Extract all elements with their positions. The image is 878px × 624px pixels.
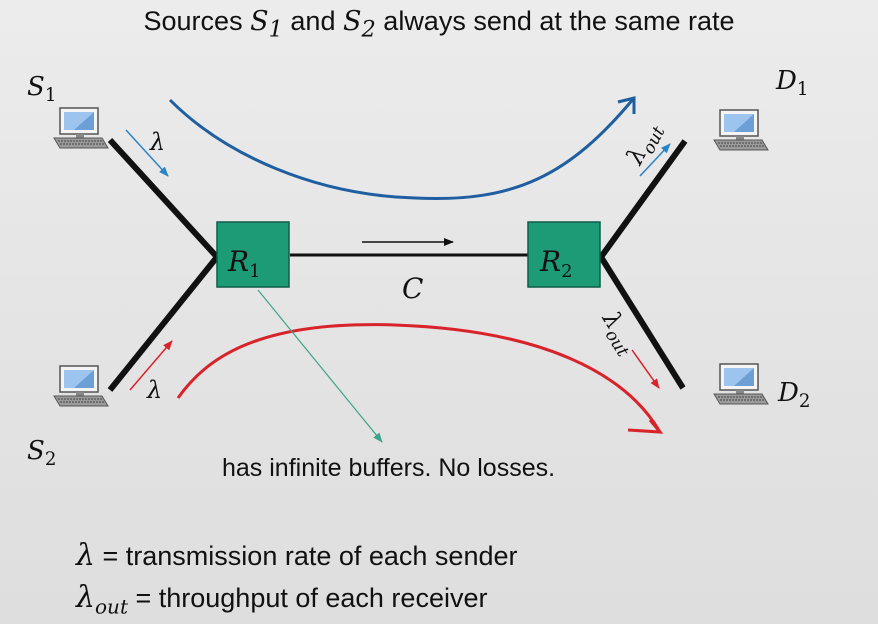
lambda-out-arrow-d2 bbox=[631, 349, 660, 389]
diagram-title: Sources S1 and S2 always send at the sam… bbox=[143, 6, 735, 43]
router-r2 bbox=[527, 221, 601, 288]
buffer-note: has infinite buffers. No losses. bbox=[222, 454, 556, 482]
destination-computer-icon bbox=[713, 109, 769, 151]
source-computer-icon bbox=[53, 365, 109, 407]
flow-s1-d1-curve bbox=[168, 97, 636, 201]
link-s2-r1 bbox=[107, 255, 220, 392]
destination-computer-icon bbox=[713, 363, 769, 405]
lambda-out-label-d1: λout bbox=[620, 117, 670, 172]
lambda-out-arrow-d1 bbox=[639, 143, 671, 177]
flow-s2-arrowhead bbox=[627, 419, 664, 434]
flow-s2-d2-curve bbox=[176, 323, 662, 433]
buffer-note-pointer bbox=[257, 289, 383, 443]
legend-lambda-out: λout = throughput of each receiver bbox=[76, 580, 488, 619]
source-computer-icon bbox=[53, 107, 109, 149]
router-r1 bbox=[216, 221, 290, 288]
router-r2-label: R2 bbox=[539, 245, 573, 282]
link-r2-d1 bbox=[598, 139, 688, 259]
capacity-label: C bbox=[402, 272, 423, 305]
source-s1-label: S1 bbox=[27, 72, 57, 107]
lambda-arrow-s2 bbox=[129, 340, 173, 391]
destination-d2-label: D2 bbox=[778, 378, 811, 413]
link-r2-d2 bbox=[598, 255, 686, 390]
link-s1-r1 bbox=[107, 137, 220, 260]
destination-d1-label: D1 bbox=[776, 66, 809, 101]
lambda-label-s1: λ bbox=[149, 128, 165, 156]
lambda-label-s2: λ bbox=[146, 376, 162, 404]
flow-s1-arrowhead bbox=[617, 96, 636, 114]
source-s2-label: S2 bbox=[27, 436, 57, 471]
legend-lambda: λ = transmission rate of each sender bbox=[76, 538, 518, 573]
router-r1-label: R1 bbox=[227, 245, 261, 282]
lambda-arrow-s1 bbox=[125, 129, 169, 177]
